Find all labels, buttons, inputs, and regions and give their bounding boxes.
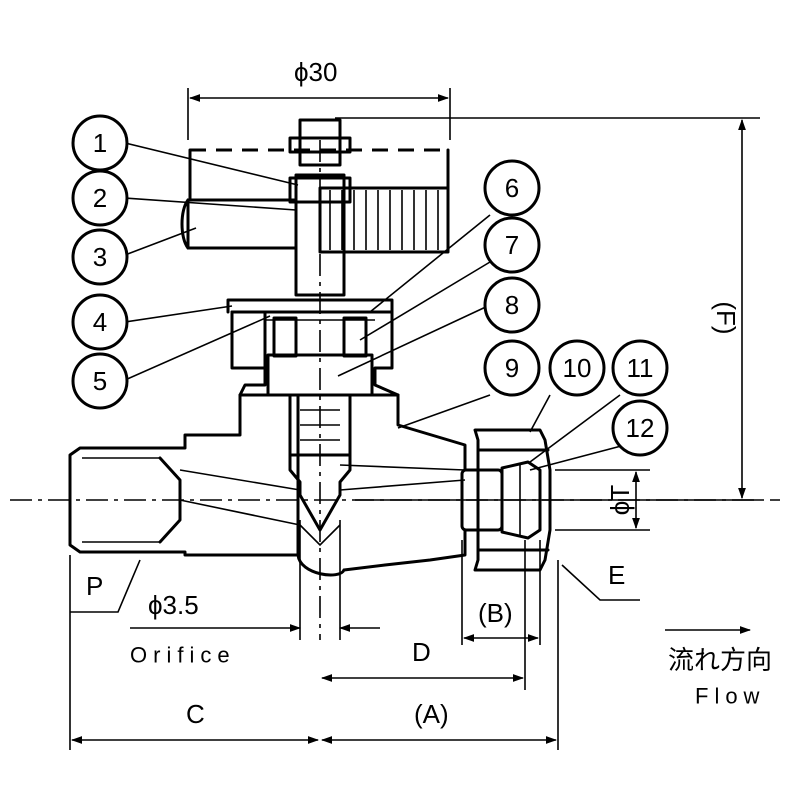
dim-a: (A) <box>414 699 449 729</box>
callout-12: 12 <box>611 399 669 457</box>
callout-5: 5 <box>71 352 129 410</box>
callout-9: 9 <box>483 339 541 397</box>
dim-p: P <box>86 571 103 601</box>
callout-3: 3 <box>71 228 129 286</box>
handle-knob <box>180 118 450 254</box>
svg-text:9: 9 <box>505 353 519 383</box>
callout-1: 1 <box>71 114 129 172</box>
callout-6: 6 <box>483 159 541 217</box>
callout-11: 11 <box>611 339 669 397</box>
dim-tube-od: ϕT <box>605 485 635 516</box>
dim-height-f: (F) <box>711 301 741 334</box>
svg-text:8: 8 <box>505 290 519 320</box>
callout-10: 10 <box>548 339 606 397</box>
callout-2: 2 <box>71 169 129 227</box>
svg-text:2: 2 <box>93 183 107 213</box>
svg-text:11: 11 <box>627 353 654 383</box>
orifice-label: Orifice <box>130 643 236 668</box>
callout-8: 8 <box>483 276 541 334</box>
dim-c: C <box>186 699 205 729</box>
svg-text:6: 6 <box>505 173 519 203</box>
callout-7: 7 <box>483 216 541 274</box>
svg-text:4: 4 <box>93 307 107 337</box>
flow-direction-en: Flow <box>695 684 765 709</box>
dim-b: (B) <box>478 598 513 628</box>
flow-direction-jp: 流れ方向 <box>668 645 772 675</box>
svg-text:12: 12 <box>626 413 655 443</box>
dim-orifice-diameter: ϕ3.5 <box>148 590 199 620</box>
svg-text:1: 1 <box>93 128 107 158</box>
svg-text:3: 3 <box>93 242 107 272</box>
callout-4: 4 <box>71 293 129 351</box>
bonnet <box>226 298 400 397</box>
dim-handle-diameter: ϕ30 <box>294 57 337 87</box>
dim-d: D <box>412 637 431 667</box>
svg-text:7: 7 <box>505 230 519 260</box>
svg-text:5: 5 <box>93 366 107 396</box>
svg-text:10: 10 <box>563 353 592 383</box>
dim-e: E <box>608 560 625 590</box>
